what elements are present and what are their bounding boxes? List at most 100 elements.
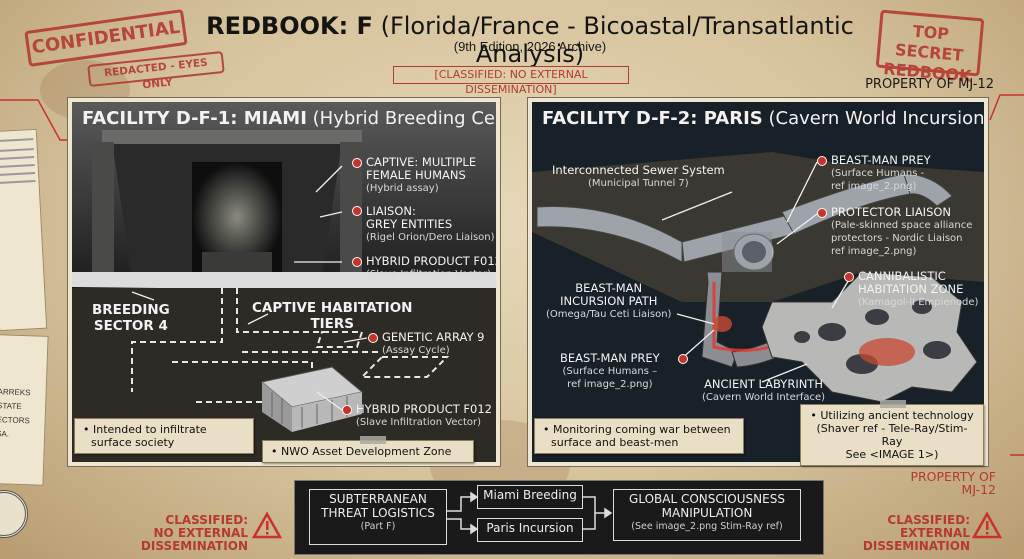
marker-dot: [817, 156, 827, 166]
paris-panel: FACILITY D-F-2: PARIS (Cavern World Incu…: [528, 98, 988, 466]
miami-breeding-box: Miami Breeding: [477, 485, 583, 509]
label-sub: (Rigel Orion/Dero Liaison): [366, 232, 495, 243]
miami-title-rest: (Hybrid Breeding Center): [312, 108, 496, 129]
label-title: GENETIC ARRAY 9: [382, 330, 485, 344]
breeding-sector-label: BREEDING SECTOR 4: [92, 302, 170, 334]
marker-dot: [352, 158, 362, 168]
prey-top-label: BEAST-MAN PREY (Surface Humans - ref ima…: [831, 154, 931, 193]
footer-property: PROPERTY OF MJ-12: [896, 470, 996, 496]
label-title: HYBRID PRODUCT F012: [366, 254, 500, 268]
label-sub: (Pale-skinned space alliance: [831, 220, 973, 231]
label-line: CAPTIVE HABITATION: [252, 300, 413, 316]
note-line: surface and beast-men: [551, 436, 679, 449]
genetic-array-label: GENETIC ARRAY 9 (Assay Cycle): [382, 331, 485, 357]
tech-note: • Utilizing ancient technology (Shaver r…: [800, 404, 984, 466]
labyrinth-label: ANCIENT LABYRINTH (Cavern World Interfac…: [702, 378, 825, 404]
paris-illustration: [532, 102, 984, 462]
label-title: LIAISON:: [366, 204, 416, 218]
prey-bottom-label: BEAST-MAN PREY (Surface Humans – ref ima…: [560, 352, 660, 391]
warning-icon: [972, 512, 1002, 539]
label-sub: (Slave Infiltration Vector): [366, 269, 492, 280]
footer-line: EXTERNAL DISSEMINATION: [862, 526, 970, 553]
footer-line: CLASSIFIED:: [887, 513, 970, 527]
label-sub: (Cavern World Interface): [702, 392, 826, 403]
miami-captive-label: CAPTIVE: MULTIPLE FEMALE HUMANS (Hybrid …: [366, 156, 476, 195]
tape-strip: [360, 436, 386, 444]
paris-title: FACILITY D-F-2: PARIS (Cavern World Incu…: [542, 108, 985, 129]
nwo-zone-note: • NWO Asset Development Zone: [262, 440, 474, 463]
marker-dot: [352, 206, 362, 216]
label-sub: (Assay Cycle): [382, 345, 450, 356]
label-title: BEAST-MAN: [575, 281, 643, 295]
miami-liaison-label: LIAISON: GREY ENTITIES (Rigel Orion/Dero…: [366, 205, 495, 244]
label-title: ANCIENT LABYRINTH: [704, 377, 823, 391]
page-subtitle: (9th Edition, 2026 Archive): [453, 39, 607, 54]
miami-illustration: [72, 102, 496, 462]
label-title: BEAST-MAN PREY: [560, 351, 660, 365]
label-title: BEAST-MAN PREY: [831, 153, 931, 167]
miami-title-bold: FACILITY D-F-1: MIAMI: [82, 108, 307, 129]
label-sub: protectors - Nordic Liaison: [831, 233, 963, 244]
miami-note: • Intended to infiltrate surface society: [74, 418, 254, 454]
paris-note: • Monitoring coming war between surface …: [534, 418, 744, 454]
miami-panel: FACILITY D-F-1: MIAMI (Hybrid Breeding C…: [68, 98, 500, 466]
flow-sub: (Part F): [360, 521, 396, 532]
tape-strip: [880, 400, 906, 408]
label-sub: ref image_2.png): [831, 181, 917, 192]
paris-title-rest: (Cavern World Incursion Zone): [768, 108, 985, 129]
label-sub: (Slave Infiltration Vector): [356, 417, 482, 428]
footer-classified-right: CLASSIFIED: EXTERNAL DISSEMINATION: [800, 514, 970, 553]
warning-icon: [252, 512, 282, 539]
marker-dot: [817, 208, 827, 218]
label-sub: (Hybrid assay): [366, 183, 439, 194]
label-line: TIERS: [310, 316, 355, 332]
footer-line: MJ-12: [961, 482, 996, 497]
note-line: (Shaver ref - Tele-Ray/Stim-Ray: [816, 422, 968, 448]
label-sub: ref image_2.png): [567, 379, 653, 390]
label-title: HABITATION ZONE: [858, 282, 964, 296]
marker-dot: [352, 257, 362, 267]
label-title: Interconnected Sewer System: [552, 163, 725, 177]
marker-dot: [368, 333, 378, 343]
miami-title: FACILITY D-F-1: MIAMI (Hybrid Breeding C…: [82, 108, 496, 129]
footer-classified-left: CLASSIFIED: NO EXTERNAL DISSEMINATION: [70, 514, 248, 553]
label-sub: (Kamagol-II Empienode): [858, 297, 979, 308]
label-title: INCURSION PATH: [560, 294, 658, 308]
source-box: SUBTERRANEAN THREAT LOGISTICS (Part F): [309, 489, 447, 545]
note-line: See <IMAGE 1>): [845, 448, 939, 461]
note-line: • Monitoring coming war between: [543, 423, 731, 436]
label-title: CAPTIVE: MULTIPLE: [366, 155, 477, 169]
sewer-label: Interconnected Sewer System (Municipal T…: [552, 164, 725, 190]
marker-dot: [678, 354, 688, 364]
cannibal-zone-label: CANNIBALISTIC HABITATION ZONE (Kamagol-I…: [858, 270, 978, 309]
label-sub: (Surface Humans –: [562, 366, 658, 377]
footer-line: PROPERTY OF: [910, 469, 996, 484]
paris-title-bold: FACILITY D-F-2: PARIS: [542, 108, 763, 129]
label-line: BREEDING: [92, 302, 170, 318]
note-line: • Utilizing ancient technology: [810, 409, 974, 422]
logistics-flow-panel: SUBTERRANEAN THREAT LOGISTICS (Part F) M…: [294, 480, 824, 555]
label-title: GREY ENTITIES: [366, 217, 453, 231]
paris-incursion-box: Paris Incursion: [477, 518, 583, 542]
label-sub: ref image_2.png): [831, 246, 917, 257]
title-bold: REDBOOK: F: [206, 12, 373, 40]
target-box: GLOBAL CONSCIOUSNESS MANIPULATION (See i…: [613, 489, 801, 541]
property-label: PROPERTY OF MJ-12: [865, 77, 994, 92]
note-line: • Intended to infiltrate: [83, 423, 207, 436]
title-rest: (Florida/France - Bicoastal/Transatlanti…: [372, 12, 854, 68]
flow-text: SUBTERRANEAN: [329, 492, 427, 506]
incursion-path-label: BEAST-MAN INCURSION PATH (Omega/Tau Ceti…: [546, 282, 671, 321]
footer-line: CLASSIFIED:: [165, 513, 248, 527]
marker-dot: [844, 272, 854, 282]
classified-bar: [CLASSIFIED: NO EXTERNAL DISSEMINATION]: [393, 66, 629, 96]
protector-label: PROTECTOR LIAISON (Pale-skinned space al…: [831, 206, 972, 258]
flow-text: THREAT LOGISTICS: [321, 506, 435, 520]
flow-text: MANIPULATION: [661, 506, 753, 520]
footer-line: NO EXTERNAL DISSEMINATION: [140, 526, 248, 553]
label-title: HYBRID PRODUCT F012: [356, 402, 492, 416]
miami-hybrid-bottom-label: HYBRID PRODUCT F012 (Slave Infiltration …: [356, 403, 492, 429]
miami-hybrid-top-label: HYBRID PRODUCT F012 (Slave Infiltration …: [366, 254, 500, 281]
flow-arrows: [447, 491, 613, 535]
label-sub: (Surface Humans -: [831, 168, 925, 179]
